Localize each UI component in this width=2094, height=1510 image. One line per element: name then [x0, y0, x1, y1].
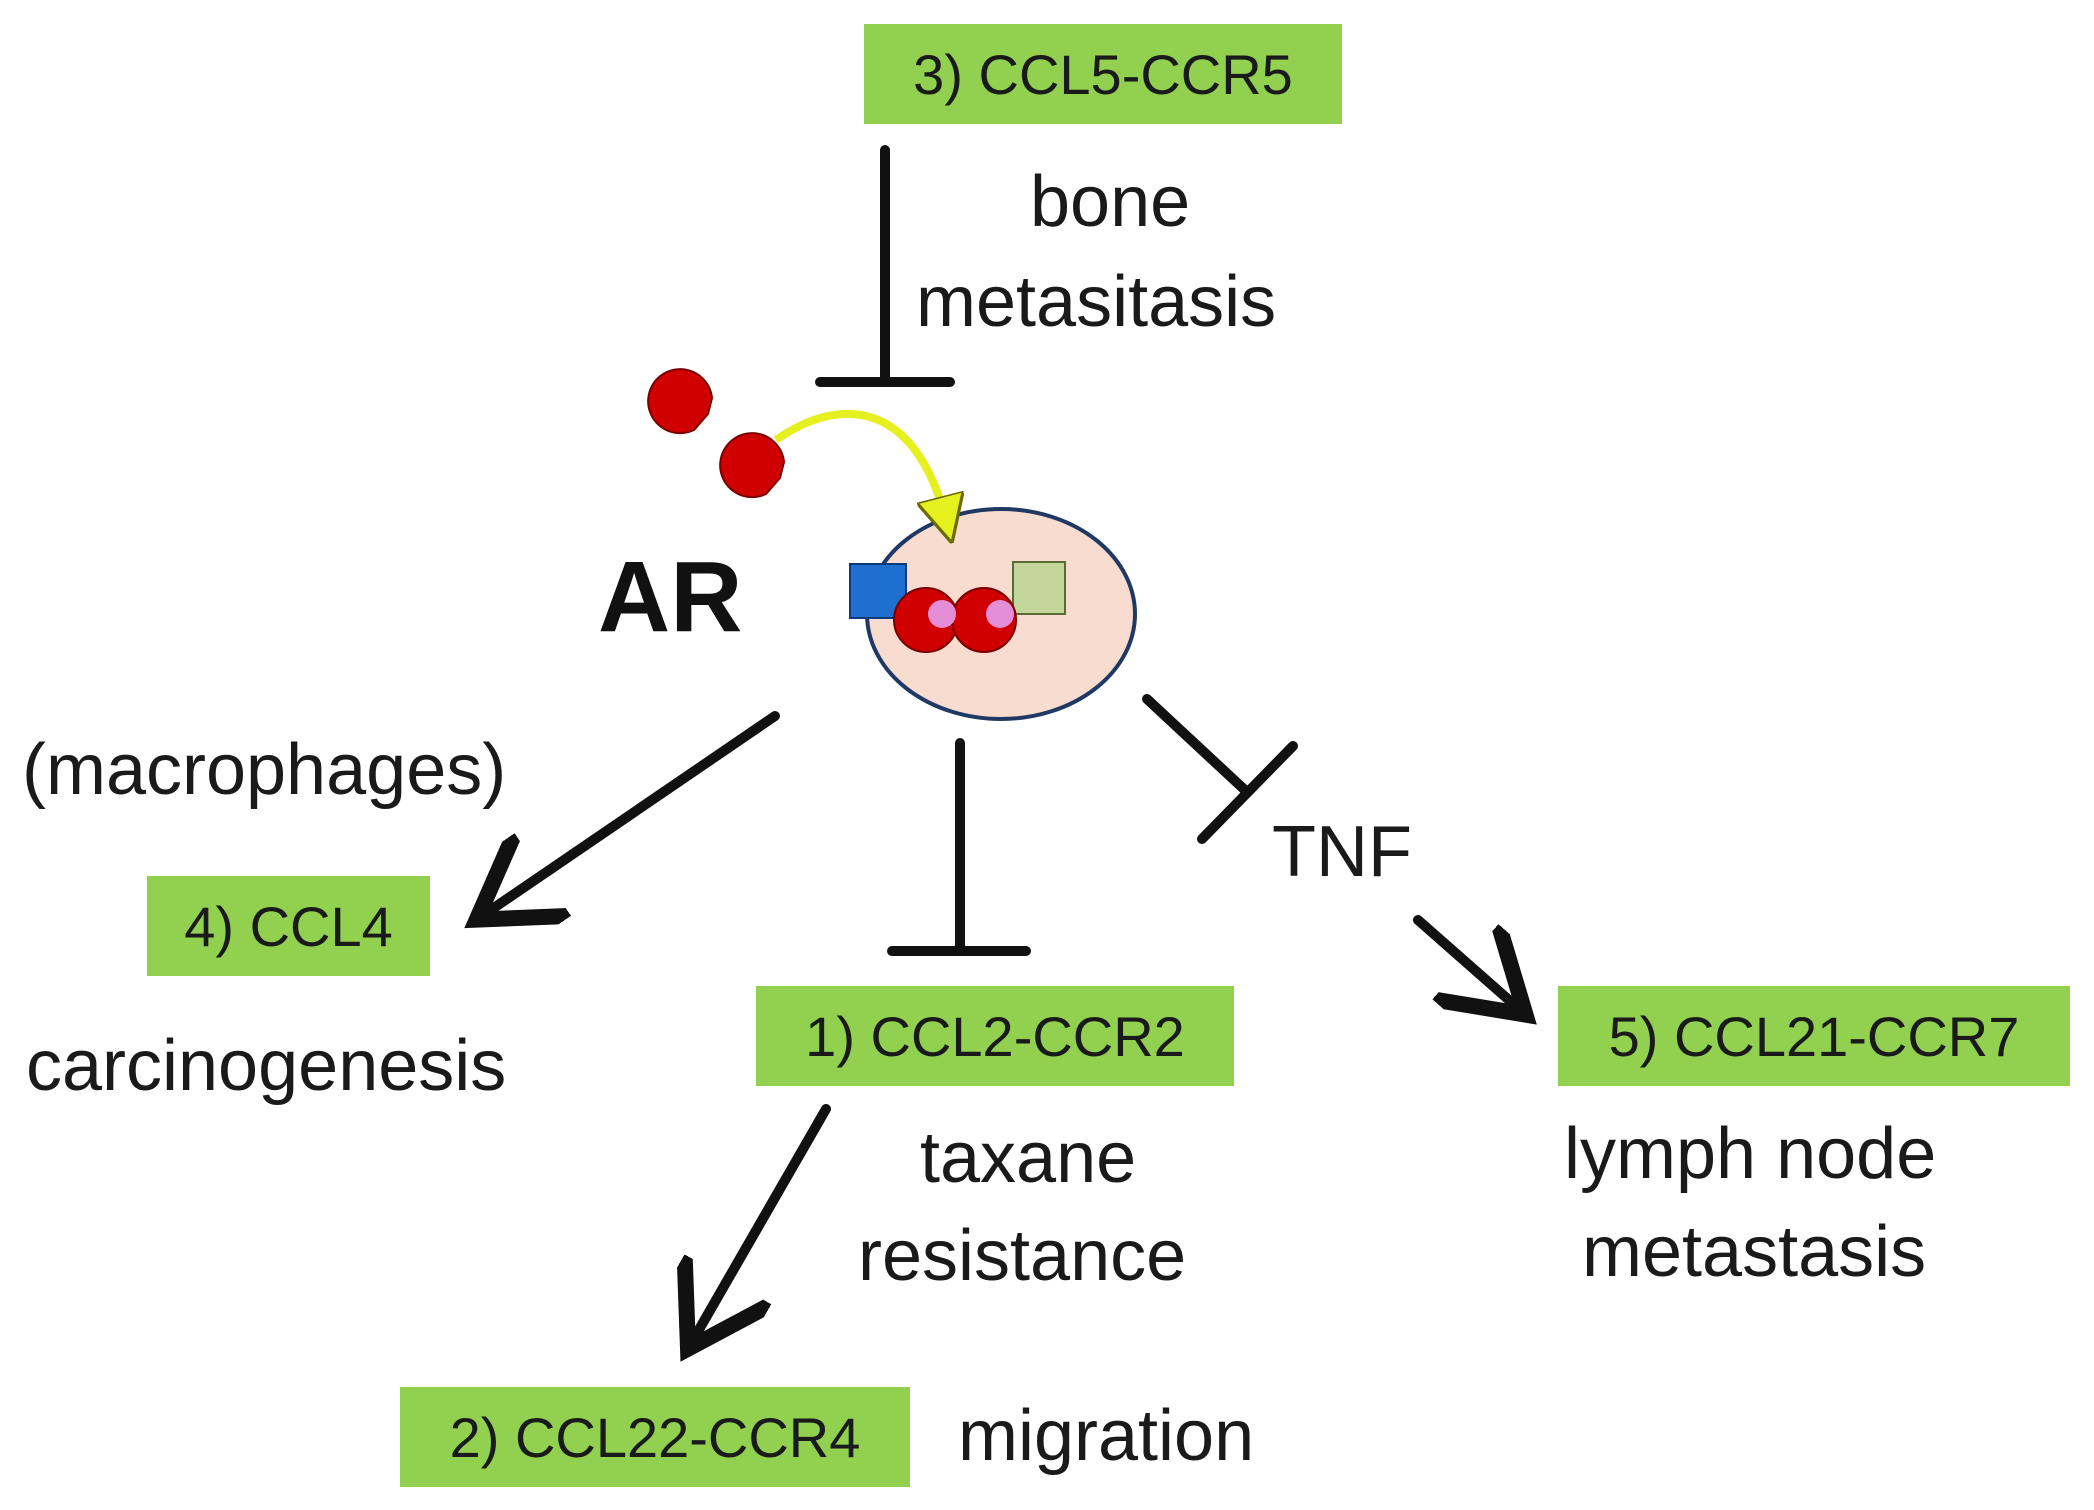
ar-label: AR [598, 541, 743, 653]
inhibition-ccl5-to-ar [815, 145, 955, 387]
label-taxane-resistance: resistance [858, 1216, 1187, 1296]
label-bone-metastasis: metasitasis [916, 262, 1277, 342]
box-ccl2-ccr2: 1) CCL2-CCR2 [756, 986, 1234, 1086]
androgen-ligand-icon [647, 368, 786, 499]
label-migration: migration [958, 1396, 1255, 1476]
label-lymph-node: lymph node [1564, 1114, 1937, 1194]
label-taxane: taxane [920, 1118, 1137, 1198]
inhibition-ar-to-tnf [1142, 694, 1298, 844]
arrow-ccl2-to-ccl22 [693, 1104, 831, 1340]
inhibition-ar-to-ccl2 [887, 738, 1031, 956]
box-ccl5-ccr5: 3) CCL5-CCR5 [864, 24, 1342, 124]
box-ccl22-ccr4: 2) CCL22-CCR4 [400, 1387, 910, 1487]
label-macrophages: (macrophages) [22, 730, 507, 810]
arrow-ar-to-ccl4 [485, 711, 780, 914]
box-ccl4: 4) CCL4 [147, 876, 430, 976]
androgen-receptor-complex-icon [849, 561, 1066, 653]
label-carcinogenesis: carcinogenesis [26, 1026, 507, 1106]
box-ccl21-ccr7: 5) CCL21-CCR7 [1558, 986, 2070, 1086]
arrow-tnf-to-ccl21 [1413, 915, 1518, 1008]
label-bone: bone [1030, 162, 1191, 242]
ligand-entry-arrow [773, 409, 946, 520]
label-lymph-metastasis: metastasis [1582, 1212, 1927, 1292]
label-tnf: TNF [1272, 812, 1412, 892]
